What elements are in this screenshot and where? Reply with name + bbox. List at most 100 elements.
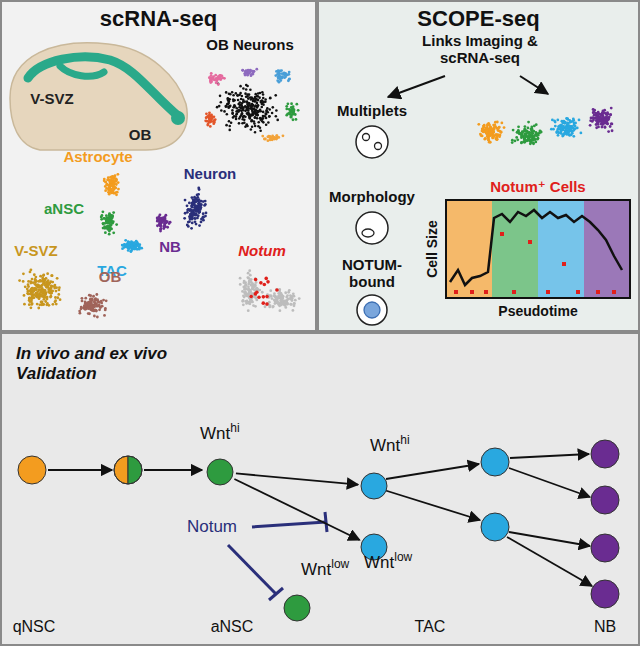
umap-dot [228, 120, 231, 123]
umap-dot [524, 133, 527, 136]
umap-dot [238, 106, 241, 109]
umap-dot [36, 303, 39, 306]
umap-dot [482, 126, 485, 129]
umap-dot [259, 92, 262, 95]
umap-dot [492, 136, 495, 139]
umap-dot [499, 131, 502, 134]
umap-dot [55, 303, 58, 306]
umap-dot [87, 312, 90, 315]
wnt-label: Wntlow [301, 558, 349, 579]
drawing-part [356, 126, 388, 158]
drawing-part [612, 290, 616, 294]
drawing-part [357, 295, 387, 325]
umap-dot [227, 106, 230, 109]
umap-dot [186, 204, 189, 207]
umap-dot [601, 115, 604, 118]
umap-dot [496, 135, 499, 138]
text-label: Multiplets [337, 102, 407, 119]
umap-dot [228, 125, 231, 128]
umap-dot [281, 300, 284, 303]
umap-dot [255, 290, 259, 294]
umap-dot [133, 243, 136, 246]
umap-dot [251, 301, 254, 304]
drawing-part [375, 143, 382, 150]
umap-dot [35, 284, 38, 287]
umap-dot [275, 135, 278, 138]
umap-dot [560, 128, 563, 131]
umap-dot [203, 204, 206, 207]
umap-dot [93, 315, 96, 318]
umap-dot [109, 220, 112, 223]
umap-dot [223, 110, 226, 113]
notum-inhibition [228, 512, 327, 600]
umap-dot [531, 132, 534, 135]
umap-dot [219, 95, 222, 98]
umap-dot [604, 126, 607, 129]
umap-dot [202, 212, 205, 215]
svz-rms [28, 57, 178, 116]
umap-dot [108, 230, 111, 233]
drawing-part [362, 229, 374, 237]
umap-dot [117, 181, 120, 184]
umap-dot [539, 129, 542, 132]
drawing-part [325, 512, 327, 532]
umap-dot [106, 218, 109, 221]
umap-dot [556, 128, 559, 131]
umap-dot [127, 240, 130, 243]
umap-dot [124, 239, 127, 242]
umap-dot [107, 191, 110, 194]
umap-dot [570, 128, 573, 131]
umap-dot [220, 109, 223, 112]
umap-dot [516, 131, 519, 134]
umap-dot [284, 291, 287, 294]
umap-dot [135, 240, 138, 243]
umap-dot [132, 247, 135, 250]
umap-dot [104, 231, 107, 234]
umap-dot [568, 130, 571, 133]
umap-dot [289, 303, 292, 306]
umap-dot [279, 77, 282, 80]
drawing-part [269, 588, 283, 600]
umap-dot [49, 291, 52, 294]
umap-dot [254, 131, 257, 134]
umap-dot [115, 193, 118, 196]
umap-dot [27, 285, 30, 288]
umap-dot [601, 117, 604, 120]
umap-dot [275, 288, 278, 291]
umap-dot [33, 287, 36, 290]
umap-dot [598, 120, 601, 123]
umap-dot [248, 269, 251, 272]
umap-dot [491, 136, 494, 139]
panel-heading: scRNA-seq [2, 6, 315, 31]
umap-dot [197, 211, 200, 214]
panel-heading: SCOPE-seq [319, 6, 638, 31]
umap-dot [261, 291, 264, 294]
umap-dot [245, 124, 248, 127]
umap-dot [227, 98, 230, 101]
pseudotime-chart [446, 200, 630, 298]
umap-dot [251, 125, 254, 128]
umap-dot [254, 125, 257, 128]
umap-dot [498, 126, 501, 129]
umap-dot [293, 112, 296, 115]
umap-dot [572, 119, 575, 122]
umap-dot [271, 306, 274, 309]
umap-dot [38, 297, 41, 300]
umap-dot [215, 79, 218, 82]
umap-dot [294, 299, 297, 302]
umap-dot [487, 138, 490, 141]
umap-dot [46, 272, 49, 275]
umap-dot [535, 131, 538, 134]
umap-dot [567, 133, 570, 136]
umap-dot [247, 309, 250, 312]
umap-dot [93, 300, 96, 303]
umap-dot [190, 209, 193, 212]
umap-dot [220, 101, 223, 104]
umap-dot [601, 116, 604, 119]
umap-dot [278, 77, 281, 80]
umap-dot [235, 92, 238, 95]
umap-dot [189, 217, 192, 220]
umap-dot [159, 213, 162, 216]
umap-dot [297, 109, 300, 112]
